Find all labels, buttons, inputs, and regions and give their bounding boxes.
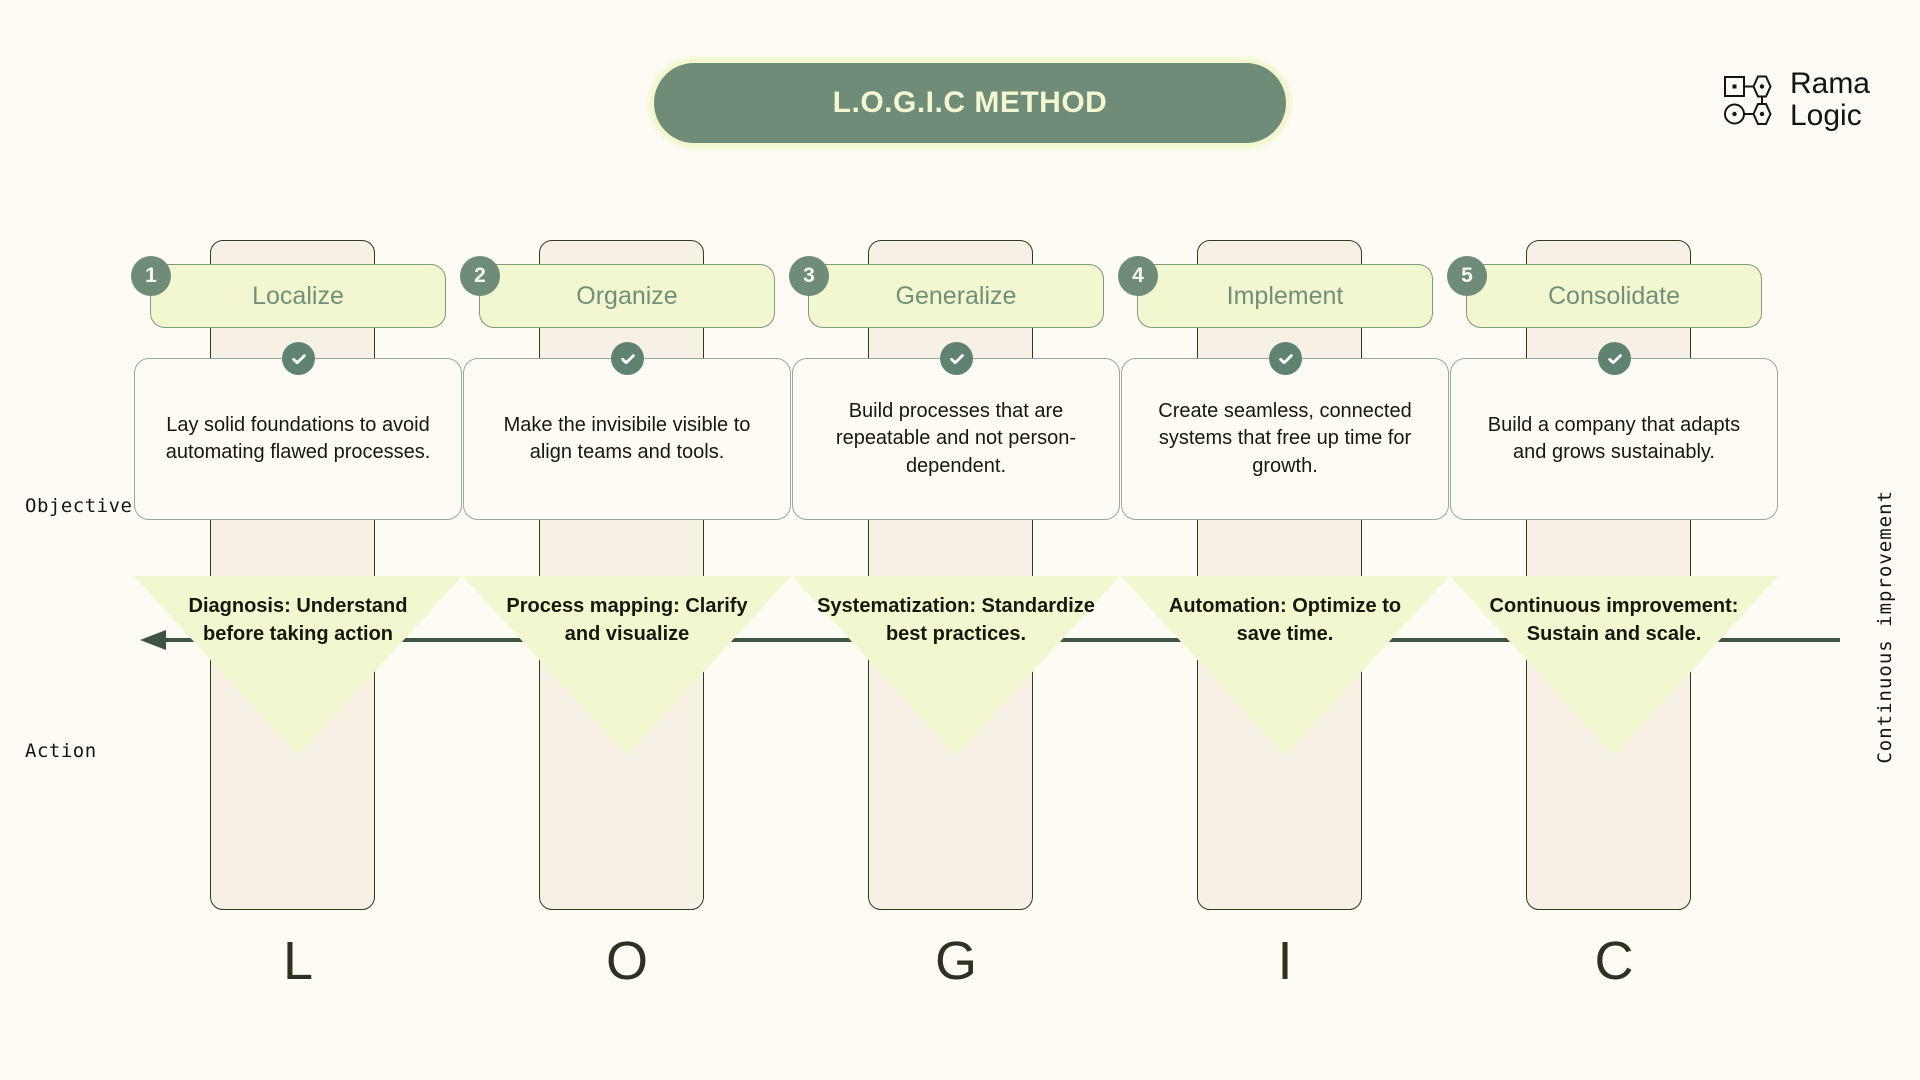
step-column: Organize 2 Make the invisibile visible t… — [460, 240, 791, 1000]
step-header[interactable]: Generalize — [808, 264, 1104, 328]
title-banner: L.O.G.I.C METHOD — [650, 59, 1290, 147]
action-triangle — [134, 576, 462, 756]
objective-card: Make the invisibile visible to align tea… — [463, 358, 791, 520]
action-text: Process mapping: Clarify and visualize — [506, 595, 748, 646]
objective-text: Create seamless, connected systems that … — [1158, 399, 1412, 477]
action-text: Systematization: Standardize best practi… — [817, 595, 1095, 646]
objective-card: Create seamless, connected systems that … — [1121, 358, 1449, 520]
row-label-objective: Objective — [25, 495, 133, 517]
step-band — [210, 240, 375, 910]
action-triangle — [463, 576, 791, 756]
step-column: Localize 1 Lay solid foundations to avoi… — [131, 240, 462, 1000]
step-number-badge: 3 — [789, 256, 829, 296]
step-name: Generalize — [895, 281, 1017, 310]
step-column: Consolidate 5 Build a company that adapt… — [1447, 240, 1778, 1000]
step-number-badge: 5 — [1447, 256, 1487, 296]
step-letter: G — [934, 931, 977, 991]
action-text: Continuous improvement: Sustain and scal… — [1489, 595, 1739, 646]
step-number-badge: 2 — [460, 256, 500, 296]
step-column: Implement 4 Create seamless, connected s… — [1118, 240, 1449, 1000]
step-name: Organize — [576, 281, 678, 310]
action-text: Automation: Optimize to save time. — [1168, 595, 1402, 646]
action-text: Diagnosis: Understand before taking acti… — [188, 595, 408, 646]
step-column: Generalize 3 Build processes that are re… — [789, 240, 1120, 1000]
step-letter: C — [1594, 931, 1634, 991]
step-letter: O — [605, 931, 648, 991]
check-icon — [282, 342, 315, 375]
step-header[interactable]: Localize — [150, 264, 446, 328]
step-band — [868, 240, 1033, 910]
step-header[interactable]: Consolidate — [1466, 264, 1762, 328]
objective-text: Lay solid foundations to avoid automatin… — [165, 413, 431, 463]
action-triangle — [1121, 576, 1449, 756]
steps-container: Localize 1 Lay solid foundations to avoi… — [131, 240, 1780, 1000]
check-icon — [940, 342, 973, 375]
objective-text: Make the invisibile visible to align tea… — [503, 413, 751, 463]
check-icon — [1598, 342, 1631, 375]
objective-text: Build processes that are repeatable and … — [835, 399, 1077, 477]
check-icon — [1269, 342, 1302, 375]
step-number-badge: 1 — [131, 256, 171, 296]
action-triangle — [792, 576, 1120, 756]
step-letter: L — [282, 931, 314, 991]
step-name: Implement — [1226, 281, 1344, 310]
step-letter: I — [1277, 931, 1293, 991]
step-name: Consolidate — [1547, 281, 1681, 310]
step-header[interactable]: Implement — [1137, 264, 1433, 328]
step-number-badge: 4 — [1118, 256, 1158, 296]
objective-card: Lay solid foundations to avoid automatin… — [134, 358, 462, 520]
step-band — [539, 240, 704, 910]
step-band — [1526, 240, 1691, 910]
logo-text-line1: Rama — [1789, 67, 1870, 100]
check-icon — [611, 342, 644, 375]
step-name: Localize — [252, 281, 344, 310]
brand-logo: Rama Logic — [1722, 68, 1870, 132]
action-triangle — [1450, 576, 1778, 756]
logo-text-line2: Logic — [1789, 98, 1862, 132]
page-title: L.O.G.I.C METHOD — [832, 86, 1108, 119]
step-band — [1197, 240, 1362, 910]
step-header[interactable]: Organize — [479, 264, 775, 328]
node-graph-icon — [1723, 75, 1772, 125]
side-label-continuous-improvement: Continuous improvement — [1874, 490, 1896, 764]
row-label-action: Action — [25, 740, 97, 762]
objective-text: Build a company that adapts and grows su… — [1487, 413, 1741, 463]
objective-card: Build a company that adapts and grows su… — [1450, 358, 1778, 520]
objective-card: Build processes that are repeatable and … — [792, 358, 1120, 520]
